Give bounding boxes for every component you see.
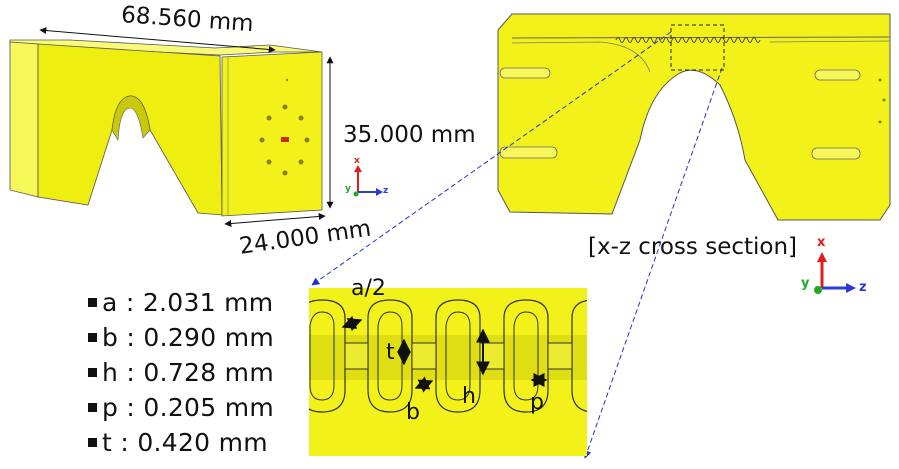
- grating-detail-panel: [309, 288, 587, 456]
- section-slots: [499, 67, 861, 160]
- part-front-face: [37, 43, 223, 216]
- detail-label-a-half: a/2: [351, 276, 386, 301]
- zoom-leader-left: [311, 31, 672, 286]
- large-axis-x-label: x: [817, 235, 826, 250]
- large-axis-triad: [814, 252, 856, 294]
- port-holes: [259, 78, 310, 176]
- small-axis-y-label: y: [345, 184, 351, 194]
- detail-label-t: t: [386, 340, 395, 365]
- small-axis-z-label: z: [383, 186, 389, 196]
- parameter-list: a : 2.031 mm b : 0.290 mm h : 0.728 mm p…: [88, 290, 274, 455]
- isometric-part: [9, 39, 323, 217]
- small-axis-x-label: x: [354, 156, 360, 166]
- zoom-leader-right: [583, 67, 723, 459]
- center-port: [281, 137, 289, 142]
- part-right-end-face: [221, 51, 323, 217]
- detail-label-h: h: [462, 384, 476, 409]
- detail-label-p: p: [530, 390, 544, 415]
- detail-label-b: b: [406, 400, 420, 425]
- small-axis-triad: [353, 165, 383, 197]
- section-body: [497, 13, 891, 221]
- param-h: h : 0.728 mm: [88, 360, 274, 385]
- param-a: a : 2.031 mm: [88, 290, 274, 315]
- length-dimension-arrow: [39, 27, 276, 53]
- param-t: t : 0.420 mm: [88, 430, 274, 455]
- large-axis-y-label: y: [801, 276, 810, 291]
- serpentine-grating: [615, 37, 761, 43]
- cross-section-part: [497, 13, 891, 221]
- height-dimension-label: 35.000 mm: [343, 122, 476, 148]
- large-axis-z-label: z: [859, 280, 867, 295]
- flow-channel: [511, 36, 891, 39]
- part-left-end-face: [9, 41, 39, 198]
- param-p: p : 0.205 mm: [88, 395, 274, 420]
- part-arch-inner: [111, 95, 151, 141]
- depth-dimension-arrow: [224, 213, 326, 227]
- param-b: b : 0.290 mm: [88, 325, 274, 350]
- section-caption: [x-z cross section]: [588, 234, 798, 260]
